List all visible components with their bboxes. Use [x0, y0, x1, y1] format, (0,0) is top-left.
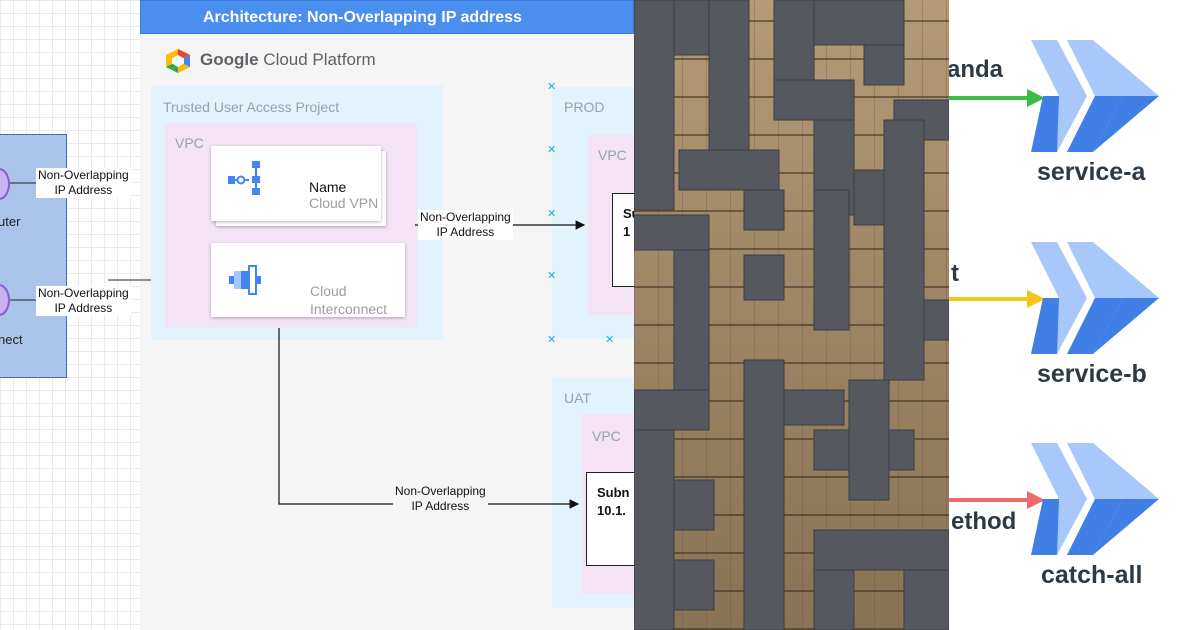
- maze-photo: [634, 0, 949, 630]
- router-label: uter: [0, 214, 20, 229]
- architecture-panel: Architecture: Non-Overlapping IP address…: [140, 0, 634, 630]
- left-diagram-panel: uter nect Non-Overlapping IP Address Non…: [0, 0, 140, 630]
- service-a-chevron-icon: [1031, 40, 1161, 152]
- uat-arrow-label: Non-Overlapping IP Address: [393, 484, 488, 514]
- prod-arrow-label: Non-Overlapping IP Address: [418, 210, 513, 240]
- route-label-2: t: [951, 260, 959, 288]
- catch-all-label: catch-all: [1041, 561, 1142, 590]
- architecture-connectors: [140, 0, 634, 630]
- service-a-label: service-a: [1037, 158, 1145, 187]
- service-b-label: service-b: [1037, 360, 1147, 389]
- catch-all-chevron-icon: [1031, 443, 1161, 555]
- route-label-1: anda: [949, 56, 1003, 84]
- connection-label-1: Non-Overlapping IP Address: [36, 168, 131, 198]
- maze-walls: [634, 0, 949, 630]
- route-label-3: ethod: [951, 508, 1016, 536]
- interconnect-label: nect: [0, 332, 23, 347]
- connection-label-2: Non-Overlapping IP Address: [36, 286, 131, 316]
- service-b-chevron-icon: [1031, 242, 1161, 354]
- routing-panel: anda t ethod service-a service-b catch-a…: [949, 0, 1200, 630]
